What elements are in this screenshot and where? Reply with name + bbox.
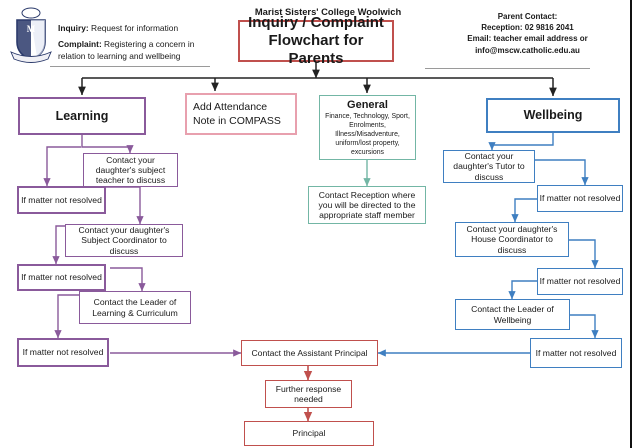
wellbeing-unresolved-3[interactable]: If matter not resolved xyxy=(530,338,622,368)
contact-line-4: info@mscw.catholic.edu.au xyxy=(475,45,580,55)
category-general[interactable]: General Finance, Technology, Sport, Enro… xyxy=(319,95,416,160)
learning-step-1[interactable]: Contact your daughter's subject teacher … xyxy=(83,153,178,187)
wellbeing-unresolved-2[interactable]: If matter not resolved xyxy=(537,268,623,295)
general-title: General xyxy=(347,99,388,111)
title-line-2: Flowchart for Parents xyxy=(268,31,364,68)
escalation-principal[interactable]: Principal xyxy=(244,421,374,446)
wellbeing-step-2[interactable]: Contact your daughter's House Coordinato… xyxy=(455,222,569,257)
learning-step-3[interactable]: Contact the Leader of Learning & Curricu… xyxy=(79,291,191,324)
contact-line-3: Email: teacher email address or xyxy=(467,34,588,44)
legend-complaint-label: Complaint: xyxy=(58,39,102,49)
contact-line-1: Parent Contact: xyxy=(497,12,558,21)
right-edge-rule xyxy=(630,0,632,448)
school-name: Marist Sisters' College Woolwich xyxy=(254,6,402,17)
legend-inquiry-label: Inquiry: xyxy=(58,23,89,33)
learning-unresolved-3[interactable]: If matter not resolved xyxy=(17,338,109,367)
title-line-1: Inquiry / Complaint xyxy=(248,13,384,31)
wellbeing-unresolved-1[interactable]: If matter not resolved xyxy=(537,185,623,212)
contact-line-2: Reception: 02 9816 2041 xyxy=(481,23,574,33)
learning-unresolved-2[interactable]: If matter not resolved xyxy=(17,264,106,291)
escalation-assistant-principal[interactable]: Contact the Assistant Principal xyxy=(241,340,378,366)
wellbeing-step-3[interactable]: Contact the Leader of Wellbeing xyxy=(455,299,570,330)
category-wellbeing[interactable]: Wellbeing xyxy=(486,98,620,133)
attendance-line-1: Add Attendance xyxy=(193,100,268,113)
legend-complaint-text2: relation to learning and wellbeing xyxy=(58,51,181,62)
learning-step-2[interactable]: Contact your daughter's Subject Coordina… xyxy=(65,224,183,257)
school-crest-icon: M xyxy=(10,7,52,63)
general-step-1[interactable]: Contact Reception where you will be dire… xyxy=(308,186,426,224)
escalation-further-response[interactable]: Further response needed xyxy=(265,380,352,408)
svg-text:M: M xyxy=(27,24,36,34)
learning-unresolved-1[interactable]: If matter not resolved xyxy=(17,186,106,214)
category-learning[interactable]: Learning xyxy=(18,97,146,135)
attendance-line-2: Note in COMPASS xyxy=(193,115,281,127)
general-body: Finance, Technology, Sport, Enrolments, … xyxy=(325,112,410,156)
contact-divider xyxy=(425,68,590,69)
parent-contact-block: Parent Contact: Reception: 02 9816 2041 … xyxy=(420,11,635,56)
category-attendance-compass[interactable]: Add Attendance Note in COMPASS xyxy=(185,93,297,135)
legend-divider xyxy=(50,66,210,67)
legend-complaint-text: Registering a concern in xyxy=(101,39,195,49)
legend-inquiry-text: Request for information xyxy=(88,23,179,33)
legend-complaint: Complaint: Registering a concern in rela… xyxy=(58,38,210,62)
legend-inquiry: Inquiry: Request for information xyxy=(58,22,208,34)
wellbeing-step-1[interactable]: Contact your daughter's Tutor to discuss xyxy=(443,150,535,183)
flowchart-title-box: Inquiry / Complaint Flowchart for Parent… xyxy=(238,14,394,67)
